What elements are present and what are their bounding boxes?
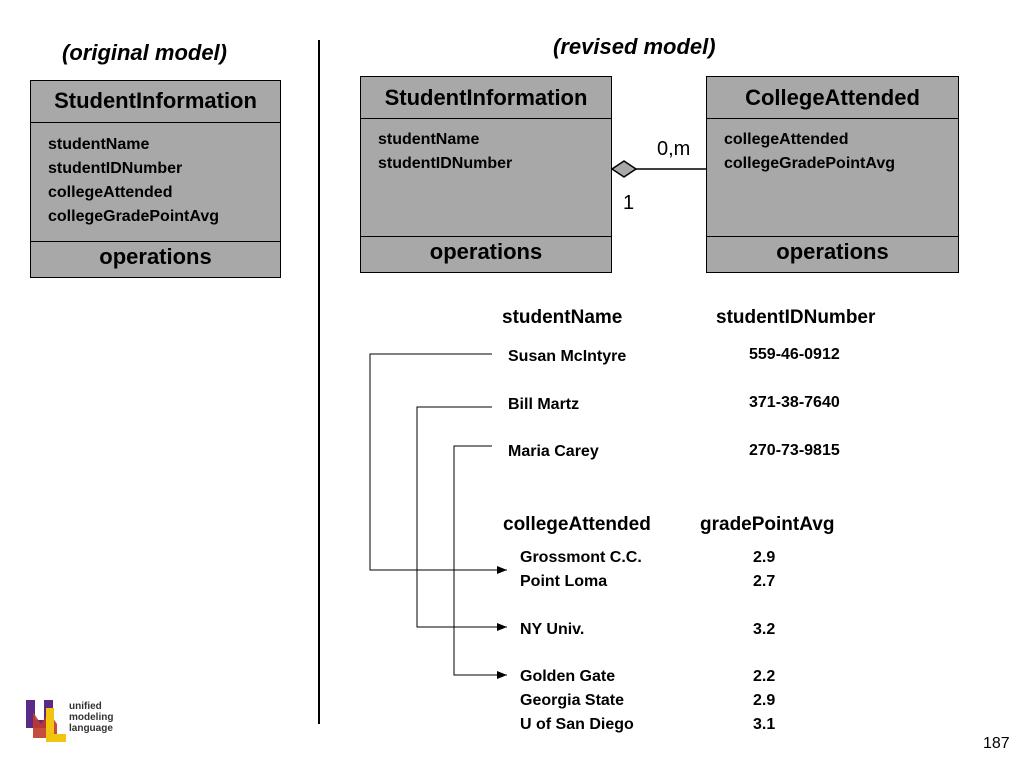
original-student-information-class[interactable]: StudentInformation studentName studentID… bbox=[30, 80, 281, 278]
arrowhead-icon bbox=[497, 566, 507, 574]
student-id-cell: 559-46-0912 bbox=[749, 346, 840, 363]
college-attended-class[interactable]: CollegeAttended collegeAttended collegeG… bbox=[706, 76, 959, 273]
class-name: StudentInformation bbox=[54, 88, 257, 113]
class-separator bbox=[707, 236, 958, 237]
attribute: studentName bbox=[48, 136, 150, 153]
class-attributes: studentName studentIDNumber collegeAtten… bbox=[48, 133, 219, 229]
divider bbox=[318, 40, 320, 724]
uml-logo-text: unified modeling language bbox=[69, 701, 113, 734]
student-name-header: studentName bbox=[502, 307, 623, 328]
gpa-cell: 2.9 bbox=[753, 549, 776, 566]
class-separator bbox=[361, 118, 611, 119]
revised-student-information-class[interactable]: StudentInformation studentName studentID… bbox=[360, 76, 612, 273]
class-separator bbox=[31, 241, 280, 242]
original-model-heading: (original model) bbox=[62, 40, 227, 65]
class-name: StudentInformation bbox=[384, 85, 588, 110]
class-operations: operations bbox=[99, 244, 212, 269]
page-number: 187 bbox=[983, 735, 1010, 752]
gpa-cell: 3.1 bbox=[753, 716, 776, 733]
class-operations: operations bbox=[429, 239, 543, 264]
revised-model-heading: (revised model) bbox=[553, 34, 716, 59]
student-name-cell: Susan McIntyre bbox=[508, 348, 627, 365]
multiplicity-many-label: 0,m bbox=[657, 138, 691, 160]
link-line-susan bbox=[369, 353, 507, 571]
class-operations: operations bbox=[776, 239, 889, 264]
link-line-bill bbox=[416, 406, 507, 628]
class-separator bbox=[31, 122, 280, 123]
logo-line: unified bbox=[69, 701, 102, 712]
logo-line: language bbox=[69, 723, 113, 734]
class-separator bbox=[707, 118, 958, 119]
class-attributes: collegeAttended collegeGradePointAvg bbox=[724, 128, 895, 176]
attribute: collegeGradePointAvg bbox=[48, 208, 219, 225]
college-cell: U of San Diego bbox=[520, 716, 634, 733]
class-name: CollegeAttended bbox=[745, 85, 920, 110]
student-id-cell: 371-38-7640 bbox=[749, 394, 840, 411]
college-cell: Golden Gate bbox=[520, 668, 616, 685]
class-attributes: studentName studentIDNumber bbox=[378, 128, 512, 176]
attribute: studentName bbox=[378, 131, 480, 148]
attribute: studentIDNumber bbox=[378, 155, 513, 172]
college-cell: Georgia State bbox=[520, 692, 625, 709]
college-cell: NY Univ. bbox=[520, 621, 585, 638]
student-name-cell: Bill Martz bbox=[508, 396, 580, 413]
arrowhead-icon bbox=[497, 671, 507, 679]
attribute: studentIDNumber bbox=[48, 160, 183, 177]
college-cell: Point Loma bbox=[520, 573, 608, 590]
gpa-cell: 2.7 bbox=[753, 573, 776, 590]
logo-line: modeling bbox=[69, 712, 114, 723]
student-name-cell: Maria Carey bbox=[508, 443, 599, 460]
attribute: collegeGradePointAvg bbox=[724, 155, 895, 172]
uml-logo: unified modeling language bbox=[24, 694, 134, 746]
gpa-cell: 3.2 bbox=[753, 621, 776, 638]
gpa-cell: 2.9 bbox=[753, 692, 776, 709]
class-separator bbox=[361, 236, 611, 237]
college-attended-header: collegeAttended bbox=[503, 514, 651, 535]
arrowhead-icon bbox=[497, 623, 507, 631]
college-cell: Grossmont C.C. bbox=[520, 549, 642, 566]
grade-point-avg-header: gradePointAvg bbox=[700, 514, 835, 535]
uml-logo-mark-icon bbox=[26, 700, 66, 742]
gpa-cell: 2.2 bbox=[753, 668, 776, 685]
link-line-maria bbox=[453, 445, 507, 676]
student-id-cell: 270-73-9815 bbox=[749, 442, 840, 459]
student-id-header: studentIDNumber bbox=[716, 307, 876, 328]
attribute: collegeAttended bbox=[724, 131, 849, 148]
aggregation-diamond bbox=[610, 160, 638, 178]
attribute: collegeAttended bbox=[48, 184, 173, 201]
multiplicity-one-label: 1 bbox=[623, 192, 635, 214]
